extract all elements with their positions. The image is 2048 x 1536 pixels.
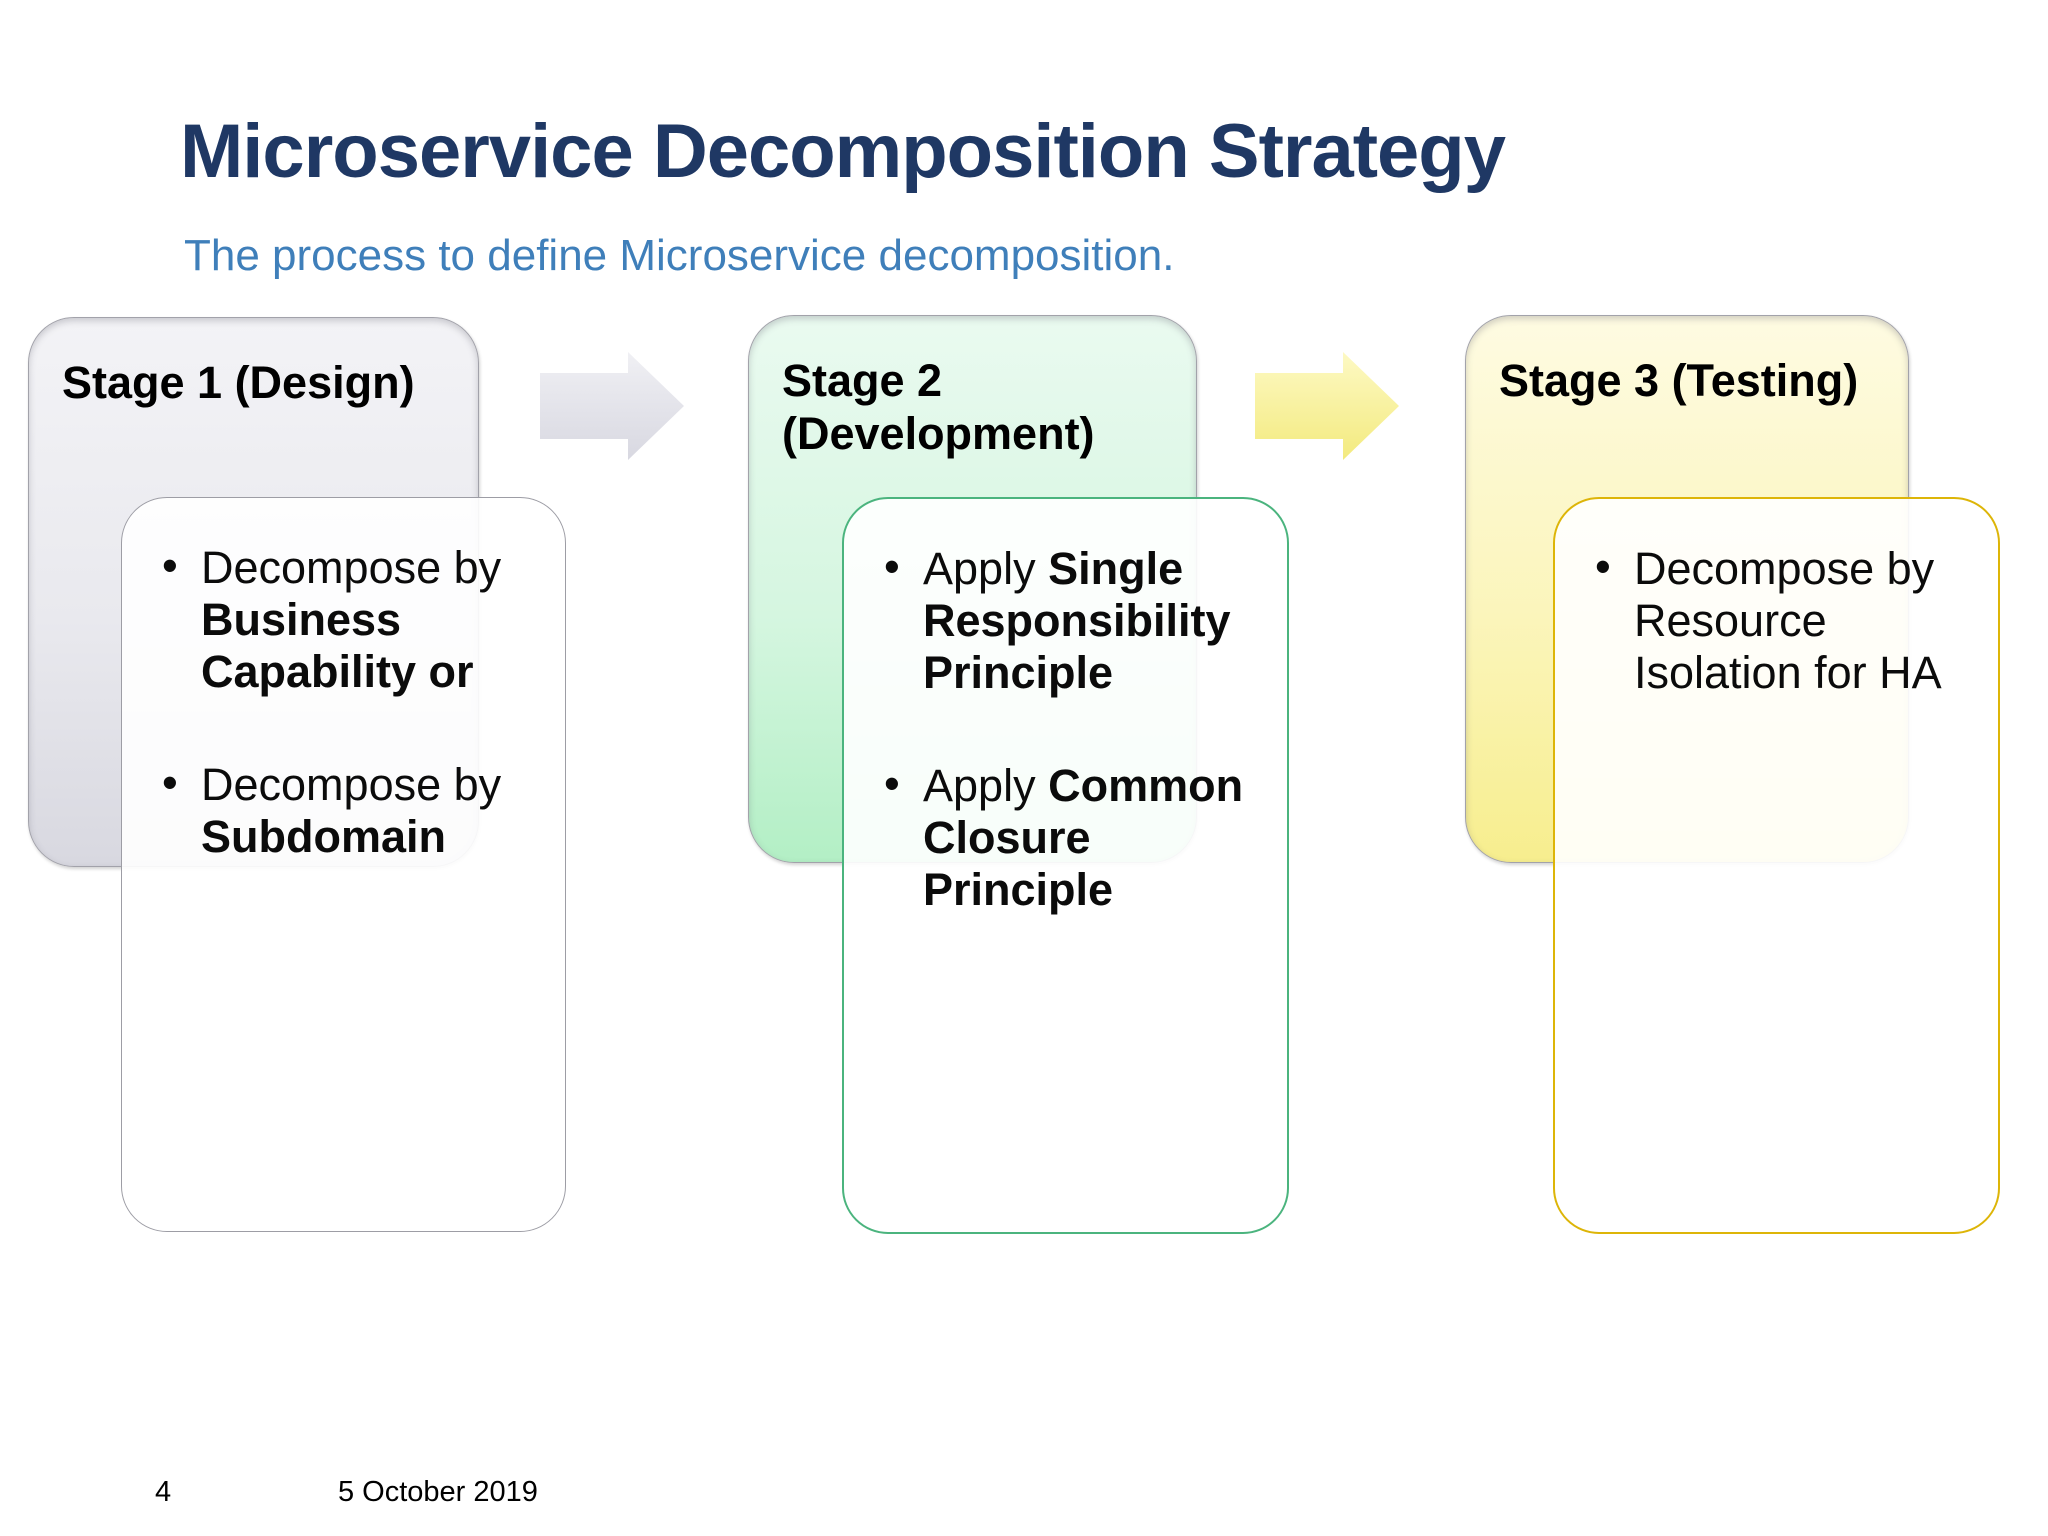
stage-1-label: Stage 1 (Design): [62, 357, 415, 408]
stage-2-bullet-list: Apply SingleResponsibilityPrincipleApply…: [844, 541, 1287, 917]
arrow-right-icon: [540, 352, 684, 460]
arrow-right-icon: [1255, 352, 1399, 460]
page-title: Microservice Decomposition Strategy: [180, 109, 1506, 194]
page-subtitle: The process to define Microservice decom…: [184, 231, 1175, 280]
stage-2-label: Stage 2 (Development): [782, 355, 1095, 460]
stage-3-label: Stage 3 (Testing): [1499, 355, 1859, 406]
footer-date: 5 October 2019: [338, 1476, 538, 1508]
stage-2-panel: Apply SingleResponsibilityPrincipleApply…: [842, 497, 1289, 1234]
page-number: 4: [155, 1476, 172, 1508]
